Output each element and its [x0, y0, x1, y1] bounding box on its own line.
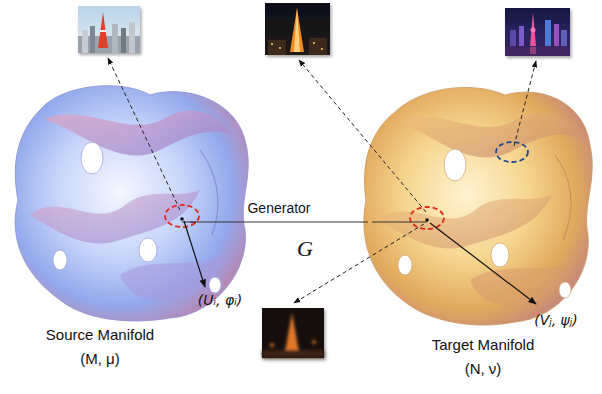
- manifold-notation: (N, ν): [465, 357, 502, 381]
- photo-tokyo-night: [265, 3, 330, 55]
- edge-label: Generator: [245, 200, 312, 216]
- point-dot: [180, 217, 184, 221]
- photo-shanghai-night: [505, 8, 570, 56]
- manifold-name: Source Manifold: [46, 323, 154, 347]
- source-manifold: Source Manifold(M, μ): [10, 90, 190, 375]
- photo-blurred-night: [262, 308, 324, 358]
- photo-tokyo-day: [78, 6, 140, 53]
- dashed-arrow: [514, 61, 536, 146]
- chart-label: (Vⱼ, ψⱼ): [534, 312, 578, 328]
- dashed-arrow: [294, 224, 424, 303]
- target-manifold-shape: [364, 87, 592, 325]
- chart-circle-target: [410, 207, 444, 229]
- dashed-arrow: [108, 58, 180, 210]
- chart-arrow: [184, 221, 205, 287]
- chart-label: (Uᵢ, φᵢ): [198, 292, 242, 308]
- manifold-notation: (M, μ): [80, 347, 119, 371]
- chart-circle-source: [165, 205, 199, 227]
- target-manifold: Target Manifold(N, ν): [368, 95, 598, 385]
- point-dot: [425, 218, 429, 222]
- chart-circle-blue: [496, 142, 528, 162]
- source-manifold-shape: [15, 86, 248, 321]
- manifold-name: Target Manifold: [432, 333, 535, 357]
- dashed-arrow: [299, 60, 426, 212]
- generator-connector: [190, 222, 368, 223]
- generator-symbol: G: [297, 236, 313, 262]
- generator-line-inner: [372, 222, 427, 223]
- chart-arrow: [430, 223, 536, 304]
